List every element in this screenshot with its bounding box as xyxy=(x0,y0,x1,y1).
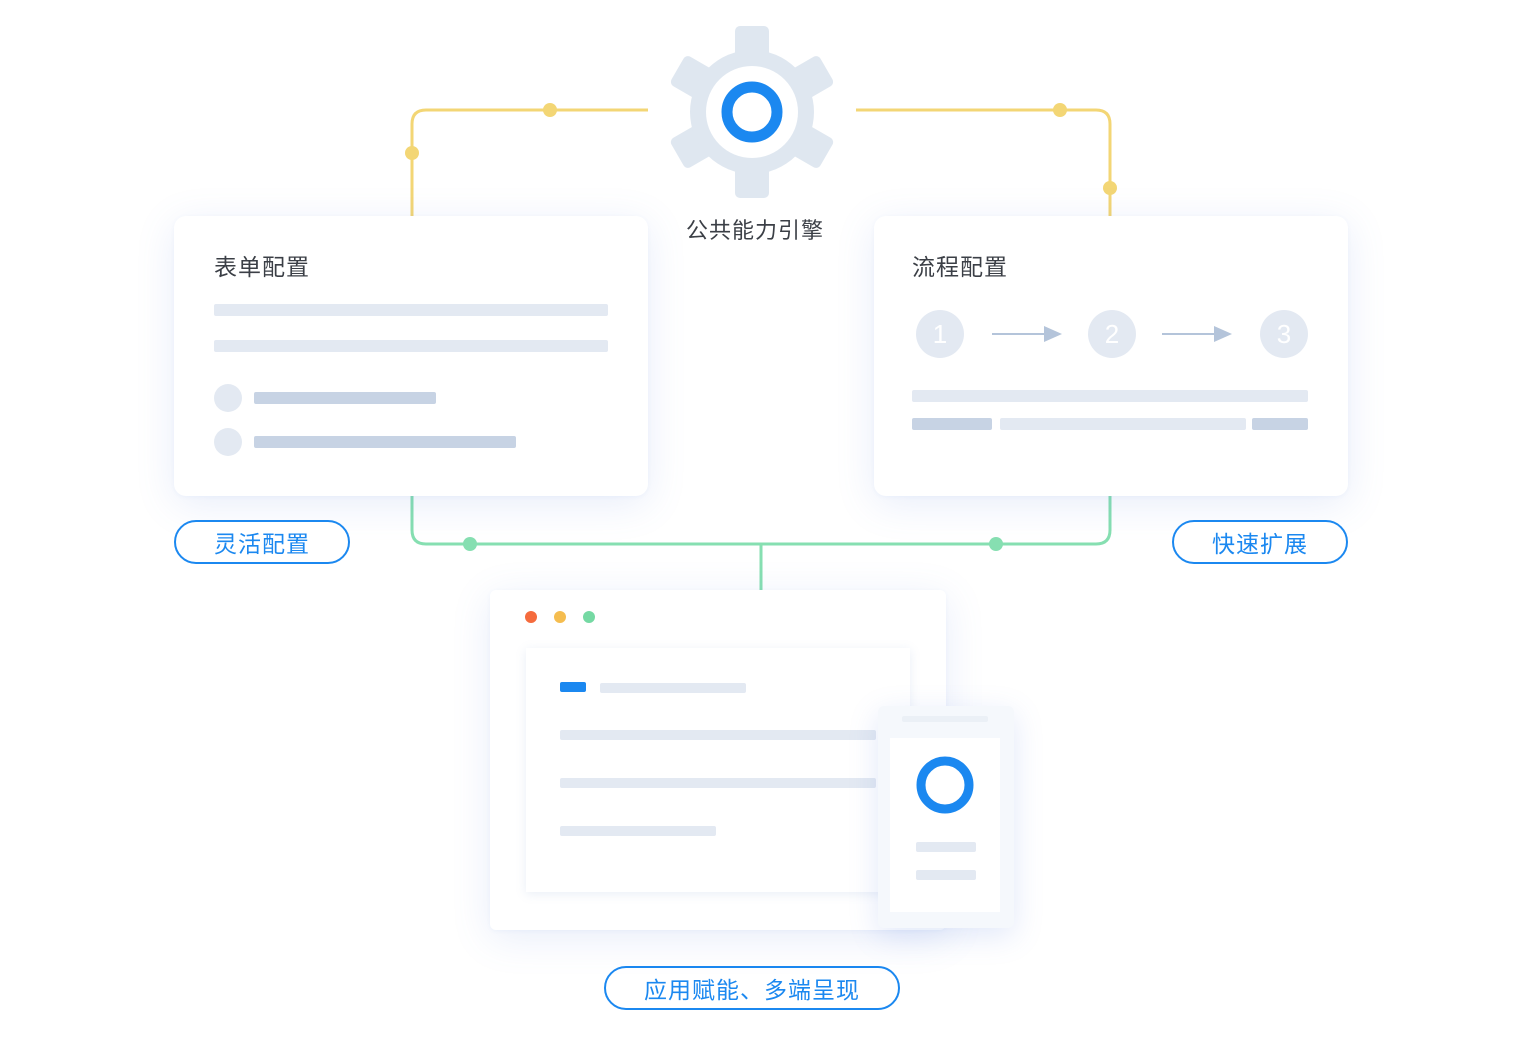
connector-node xyxy=(463,537,477,551)
flow-config-card: 流程配置 1 2 3 xyxy=(874,216,1348,496)
connector-node xyxy=(1053,103,1067,117)
phone-notch xyxy=(902,716,988,722)
engine-ring-icon xyxy=(721,81,783,143)
connector-node xyxy=(543,103,557,117)
flow-card-title: 流程配置 xyxy=(912,255,1008,281)
mobile-device-mockup xyxy=(878,706,1014,928)
flexible-config-tag[interactable]: 灵活配置 xyxy=(174,520,350,564)
connector-node xyxy=(405,146,419,160)
placeholder-line xyxy=(560,778,876,788)
placeholder-line xyxy=(916,870,976,880)
placeholder-line xyxy=(254,392,436,404)
connector-node xyxy=(1103,181,1117,195)
accent-tag-icon xyxy=(560,682,586,692)
app-window-mockup xyxy=(490,590,946,930)
radio-option-icon xyxy=(214,384,242,412)
app-content-panel xyxy=(526,648,910,892)
step-3: 3 xyxy=(1260,310,1308,358)
connector-node xyxy=(989,537,1003,551)
left-engine-connector xyxy=(410,108,648,216)
placeholder-line xyxy=(1252,418,1308,430)
placeholder-line xyxy=(912,418,992,430)
right-engine-connector xyxy=(856,108,1112,216)
arrow-right-icon xyxy=(992,326,1062,342)
radio-option-icon xyxy=(214,428,242,456)
placeholder-line xyxy=(600,683,746,693)
placeholder-line xyxy=(254,436,516,448)
bottom-bus-connector xyxy=(410,496,1112,546)
step-2: 2 xyxy=(1088,310,1136,358)
placeholder-line xyxy=(560,826,716,836)
placeholder-line xyxy=(912,390,1308,402)
gear-icon xyxy=(670,26,834,198)
window-minimize-dot xyxy=(554,611,566,623)
quick-extend-tag[interactable]: 快速扩展 xyxy=(1172,520,1348,564)
phone-screen xyxy=(890,738,1000,912)
window-maximize-dot xyxy=(583,611,595,623)
form-config-card: 表单配置 xyxy=(174,216,648,496)
step-1: 1 xyxy=(916,310,964,358)
arrow-right-icon xyxy=(1162,326,1232,342)
placeholder-line xyxy=(916,842,976,852)
placeholder-line xyxy=(1000,418,1246,430)
placeholder-line xyxy=(214,304,608,316)
window-close-dot xyxy=(525,611,537,623)
form-card-title: 表单配置 xyxy=(214,255,310,281)
engine-label: 公共能力引擎 xyxy=(685,219,824,244)
placeholder-line xyxy=(560,730,876,740)
multi-platform-tag[interactable]: 应用赋能、多端呈现 xyxy=(604,966,900,1010)
placeholder-line xyxy=(214,340,608,352)
app-ring-icon xyxy=(916,756,974,814)
